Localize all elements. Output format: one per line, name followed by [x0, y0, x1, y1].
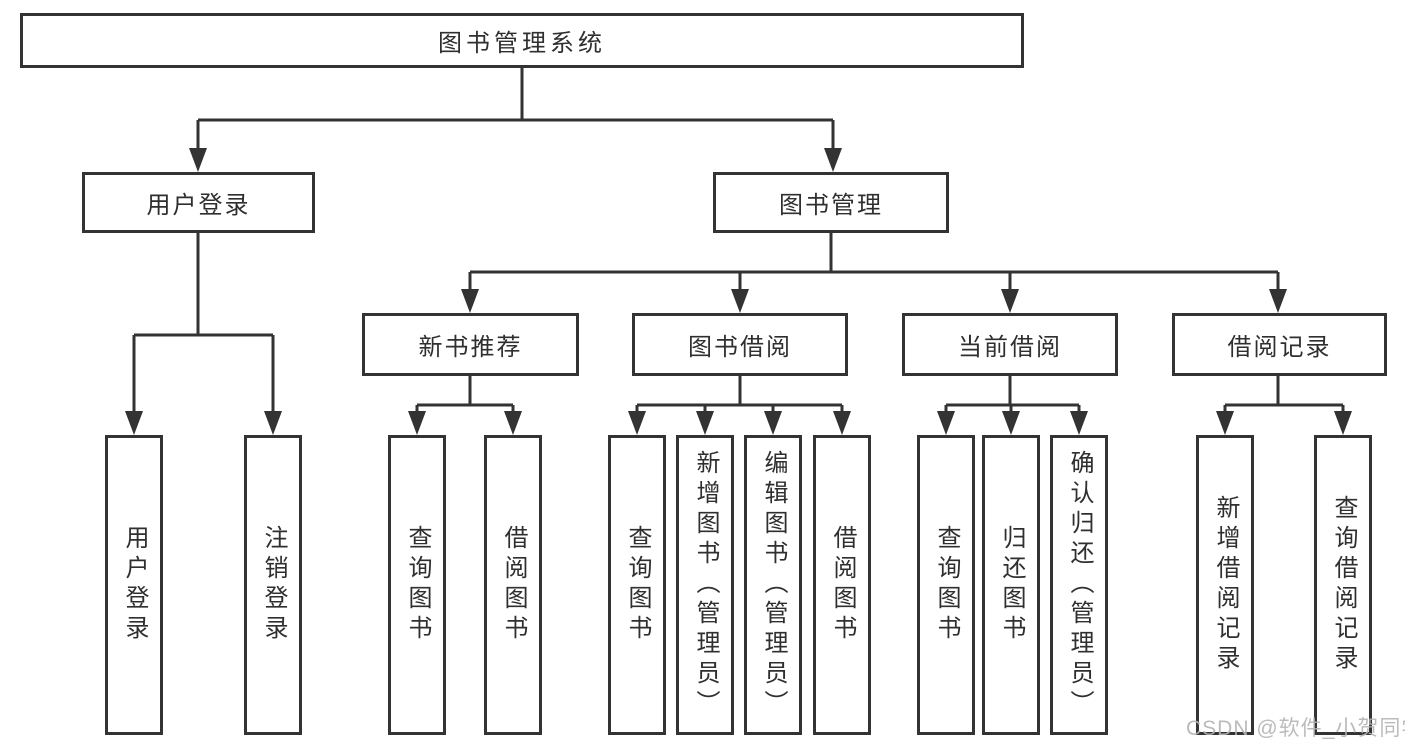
node-label: 图书借阅: [688, 334, 792, 361]
leaf-add-books-admin: 新增图书（管理员）: [676, 435, 734, 735]
node-new-book-recommend: 新书推荐: [362, 313, 579, 376]
leaf-label: 借阅图书: [829, 525, 856, 645]
leaf-label: 查询图书: [933, 525, 960, 645]
leaf-add-borrow-record: 新增借阅记录: [1196, 435, 1254, 735]
connector-current-borrow-to-leaves: [937, 376, 1088, 435]
connector-user-login-to-leaves: [125, 233, 282, 435]
leaf-edit-books-admin: 编辑图书（管理员）: [744, 435, 802, 735]
leaf-confirm-return-admin: 确认归还（管理员）: [1050, 435, 1108, 735]
leaf-query-books-borrow: 查询图书: [608, 435, 666, 735]
node-current-borrow: 当前借阅: [902, 313, 1118, 376]
connector-book-mgmt-to-level3: [461, 233, 1287, 313]
leaf-label: 用户登录: [121, 525, 148, 645]
leaf-label: 查询借阅记录: [1330, 495, 1357, 675]
node-label: 图书管理系统: [438, 30, 606, 57]
node-book-management: 图书管理: [713, 172, 949, 233]
leaf-return-books: 归还图书: [982, 435, 1040, 735]
connector-new-book-to-leaves: [408, 376, 522, 435]
node-borrow-records: 借阅记录: [1172, 313, 1387, 376]
leaf-label: 新增图书（管理员）: [692, 450, 719, 720]
leaf-label: 借阅图书: [500, 525, 527, 645]
node-label: 当前借阅: [958, 334, 1062, 361]
leaf-label: 归还图书: [998, 525, 1025, 645]
node-label: 用户登录: [146, 192, 251, 219]
connector-borrow-records-to-leaves: [1216, 376, 1352, 435]
leaf-query-borrow-record: 查询借阅记录: [1314, 435, 1372, 735]
leaf-label: 注销登录: [260, 525, 287, 645]
leaf-query-books-current: 查询图书: [917, 435, 975, 735]
node-library-system: 图书管理系统: [20, 13, 1024, 68]
leaf-label: 编辑图书（管理员）: [760, 450, 787, 720]
csdn-watermark: CSDN @软件_小贺同学: [1186, 717, 1405, 740]
leaf-borrow-books-recommend: 借阅图书: [484, 435, 542, 735]
node-book-borrow: 图书借阅: [632, 313, 848, 376]
leaf-label: 新增借阅记录: [1212, 495, 1239, 675]
leaf-query-books-recommend: 查询图书: [388, 435, 446, 735]
leaf-label: 查询图书: [624, 525, 651, 645]
leaf-logout: 注销登录: [244, 435, 302, 735]
connector-book-borrow-to-leaves: [628, 376, 851, 435]
leaf-label: 查询图书: [404, 525, 431, 645]
leaf-label: 确认归还（管理员）: [1066, 450, 1093, 720]
node-label: 借阅记录: [1227, 334, 1332, 361]
leaf-user-login: 用户登录: [105, 435, 163, 735]
node-label: 新书推荐: [418, 334, 523, 361]
node-user-login: 用户登录: [82, 172, 315, 233]
node-label: 图书管理: [779, 192, 883, 219]
leaf-borrow-books: 借阅图书: [813, 435, 871, 735]
